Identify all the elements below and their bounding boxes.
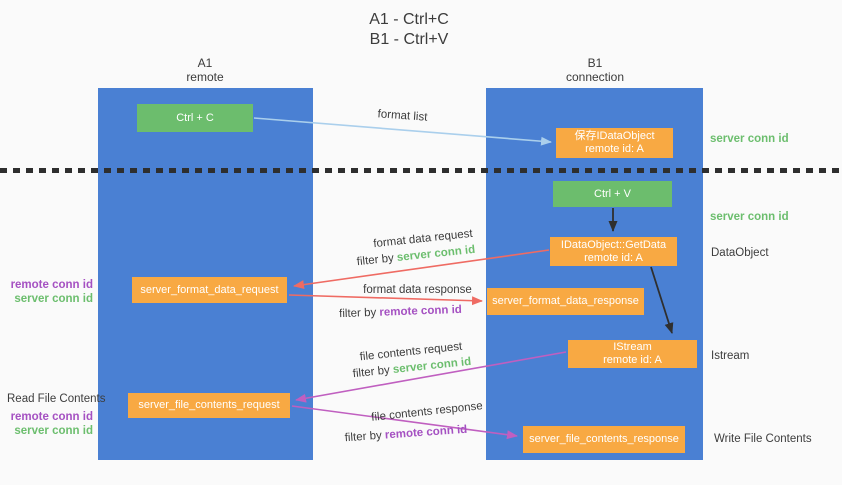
istream-line1: IStream (613, 341, 652, 353)
server-format-data-request-label: server_format_data_request (140, 283, 279, 296)
format-list-label: format list (377, 108, 428, 124)
save-idataobject-line1: 保存IDataObject (574, 130, 655, 142)
ctrl-c-label: Ctrl + C (176, 111, 214, 124)
remote-conn-id-text: remote conn id (384, 423, 468, 442)
ctrl-c-box: Ctrl + C (137, 104, 253, 132)
server-format-data-response-label: server_format_data_response (492, 295, 639, 307)
right-server-conn-id-2: server conn id (710, 211, 789, 223)
left-remote-conn-id-2: remote conn id (10, 411, 93, 423)
server-file-contents-response-label: server_file_contents_response (529, 433, 679, 445)
right-dataobject-label: DataObject (711, 247, 769, 259)
ctrl-v-label: Ctrl + V (594, 187, 631, 200)
save-idataobject-line2: remote id: A (585, 143, 644, 155)
title-line-ctrl-c: A1 - Ctrl+C (369, 11, 449, 28)
filter-by-text: filter by (338, 306, 377, 321)
left-remote-conn-id-1: remote conn id (10, 279, 93, 291)
server-file-contents-request-box: server_file_contents_request (128, 393, 290, 418)
left-column-name: A1 (197, 56, 213, 70)
filter-by-text: filter by (344, 429, 383, 445)
left-server-conn-id-1: server conn id (14, 293, 93, 305)
idataobject-getdata-box: IDataObject::GetData remote id: A (550, 237, 677, 266)
istream-line2: remote id: A (603, 354, 662, 366)
filter-by-text: filter by (356, 252, 395, 269)
left-read-file-contents-label: Read File Contents (7, 393, 106, 405)
server-file-contents-response-box: server_file_contents_response (523, 426, 685, 453)
istream-box: IStream remote id: A (568, 340, 697, 368)
right-server-conn-id-1: server conn id (710, 133, 789, 145)
right-column-subtitle: connection (565, 70, 625, 84)
filter-by-remote-conn-id-label-2: filter by remote conn id (340, 423, 473, 445)
ctrl-v-box: Ctrl + V (553, 181, 672, 207)
remote-conn-id-text: remote conn id (379, 303, 463, 319)
filter-by-remote-conn-id-label-1: filter by remote conn id (338, 304, 463, 320)
left-server-conn-id-2: server conn id (14, 425, 93, 437)
right-column-name: B1 (587, 56, 603, 70)
right-istream-label: Istream (711, 350, 750, 362)
getdata-line1: IDataObject::GetData (560, 238, 667, 251)
left-conn-id-group-2: remote conn id server conn id (0, 410, 93, 438)
server-format-data-response-box: server_format_data_response (487, 288, 644, 315)
right-write-file-contents-label: Write File Contents (714, 433, 812, 445)
getdata-line2: remote id: A (584, 251, 643, 264)
left-conn-id-group-1: remote conn id server conn id (0, 278, 93, 306)
format-data-response-label: format data response (363, 284, 472, 296)
left-column-header: A1 remote (145, 56, 265, 84)
server-conn-id-text: server conn id (396, 243, 476, 264)
save-idataobject-box: 保存IDataObject remote id: A (556, 128, 673, 158)
file-contents-response-label: file contents response (370, 400, 484, 424)
server-conn-id-text: server conn id (392, 355, 472, 376)
title-line-ctrl-v: B1 - Ctrl+V (369, 31, 449, 48)
left-column-subtitle: remote (186, 70, 224, 84)
server-format-data-request-box: server_format_data_request (132, 277, 287, 303)
right-column-header: B1 connection (535, 56, 655, 84)
filter-by-text: filter by (352, 364, 391, 381)
session-divider-dashed-line (0, 168, 842, 173)
diagram-title: A1 - Ctrl+C B1 - Ctrl+V (319, 10, 499, 50)
server-file-contents-request-label: server_file_contents_request (138, 399, 280, 411)
